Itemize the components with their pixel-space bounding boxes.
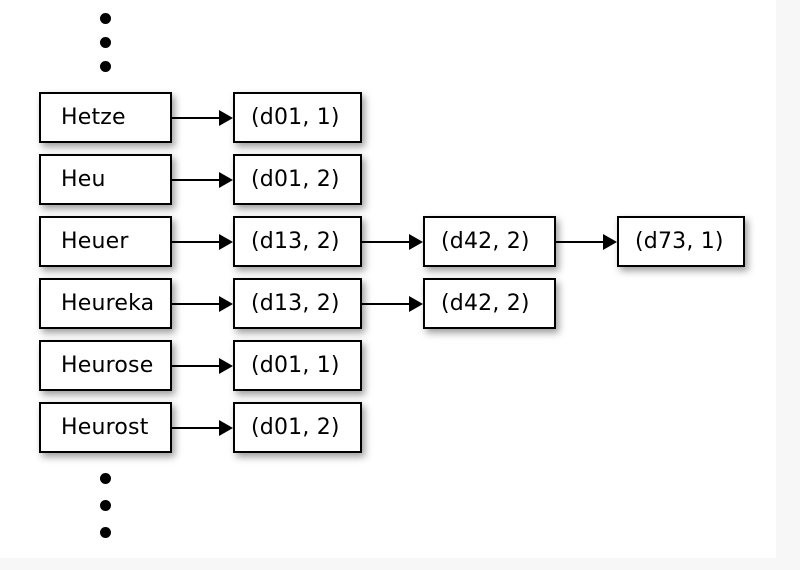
term-node-heureka[interactable]: Heureka	[39, 278, 172, 329]
posting-node-r4c1[interactable]: (d13, 2)	[233, 278, 362, 329]
posting-node-r1c1[interactable]: (d01, 1)	[233, 92, 362, 143]
posting-node-r4c2[interactable]: (d42, 2)	[423, 278, 556, 329]
term-node-heuer[interactable]: Heuer	[39, 216, 172, 267]
arrow-head-icon	[219, 172, 233, 188]
arrow-head-icon	[603, 234, 617, 250]
posting-node-r3c1[interactable]: (d13, 2)	[233, 216, 362, 267]
posting-node-r5c1[interactable]: (d01, 1)	[233, 340, 362, 391]
term-node-heurose[interactable]: Heurose	[39, 340, 172, 391]
edge-line	[172, 241, 222, 243]
ellipsis-dot	[100, 37, 111, 48]
arrow-head-icon	[409, 296, 423, 312]
arrow-head-icon	[219, 358, 233, 374]
edge-line	[172, 365, 222, 367]
arrow-head-icon	[219, 420, 233, 436]
ellipsis-dot	[100, 13, 111, 24]
posting-node-r3c2[interactable]: (d42, 2)	[423, 216, 556, 267]
ellipsis-dot	[100, 527, 111, 538]
edge-line	[172, 303, 222, 305]
edge-line	[556, 241, 606, 243]
arrow-head-icon	[219, 110, 233, 126]
term-node-heu[interactable]: Heu	[39, 154, 172, 205]
edge-line	[362, 241, 412, 243]
edge-line	[172, 427, 222, 429]
edge-line	[362, 303, 412, 305]
ellipsis-dot	[100, 473, 111, 484]
arrow-head-icon	[409, 234, 423, 250]
arrow-head-icon	[219, 296, 233, 312]
edge-line	[172, 117, 222, 119]
edge-line	[172, 179, 222, 181]
posting-node-r3c3[interactable]: (d73, 1)	[617, 216, 745, 267]
ellipsis-dot	[100, 500, 111, 511]
arrow-head-icon	[219, 234, 233, 250]
posting-node-r2c1[interactable]: (d01, 2)	[233, 154, 362, 205]
term-node-heurost[interactable]: Heurost	[39, 402, 172, 453]
posting-node-r6c1[interactable]: (d01, 2)	[233, 402, 362, 453]
ellipsis-dot	[100, 61, 111, 72]
term-node-hetze[interactable]: Hetze	[39, 92, 172, 143]
